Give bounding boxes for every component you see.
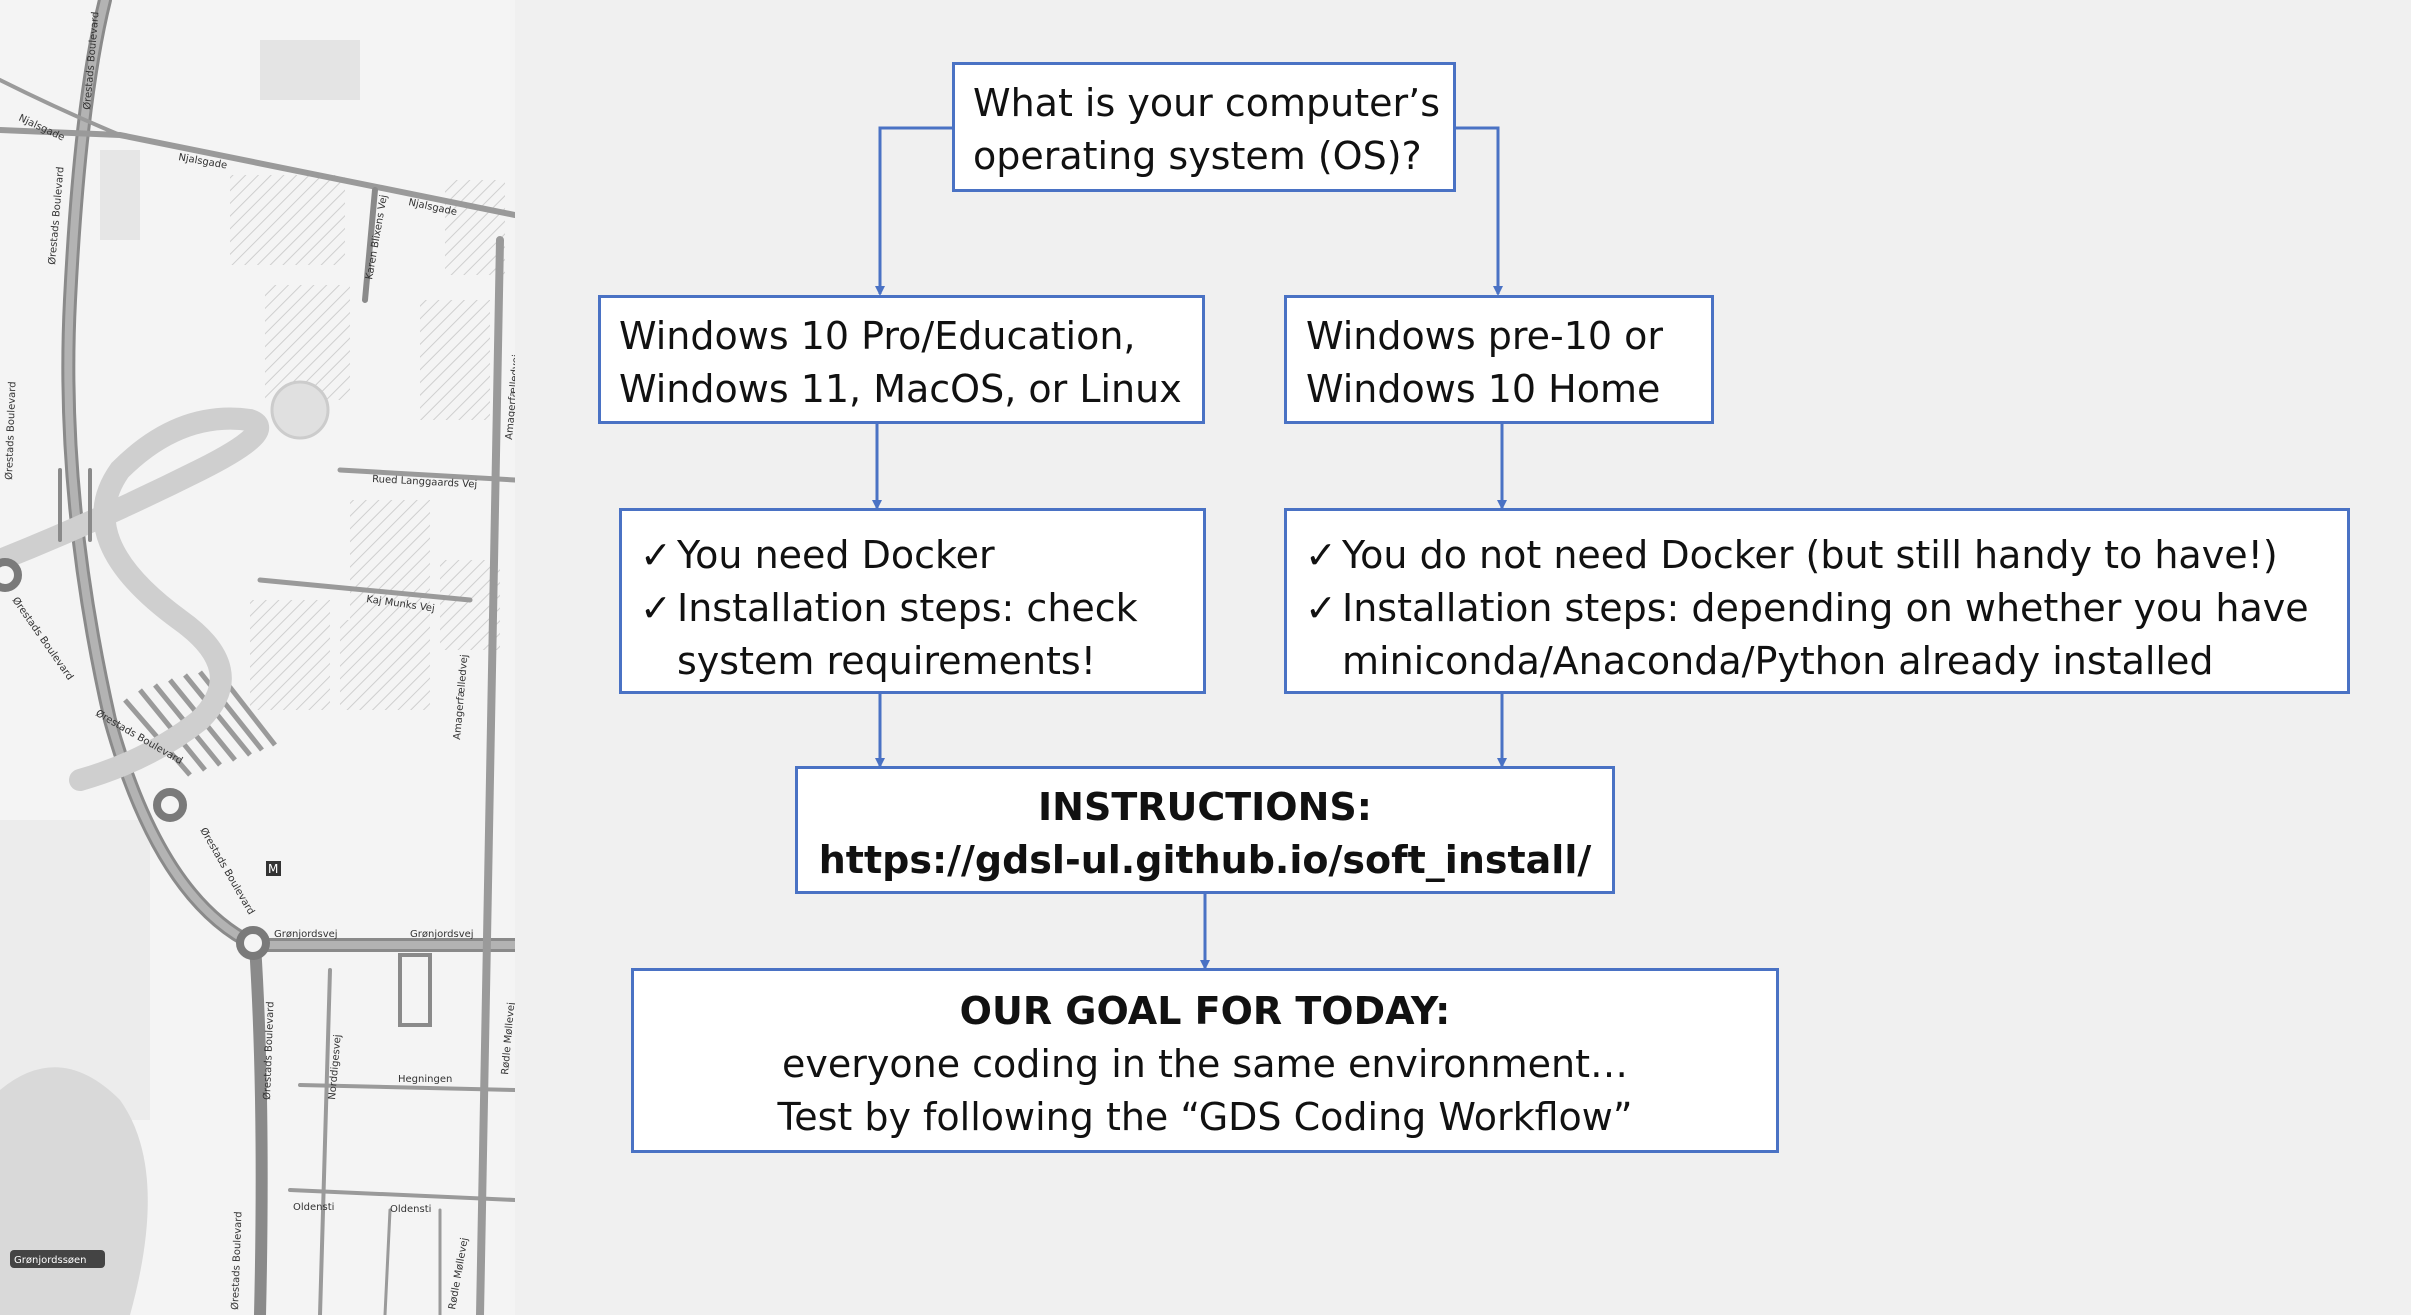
question-box: What is your computer’s operating system… xyxy=(952,62,1456,192)
checklist-line: You do not need Docker (but still handy … xyxy=(1342,533,2278,577)
question-line: operating system (OS)? xyxy=(973,134,1422,178)
check-mark-icon: ✓ xyxy=(640,533,672,577)
check-mark-icon: ✓ xyxy=(1305,586,1337,630)
goal-title: OUR GOAL FOR TODAY: xyxy=(959,989,1451,1033)
left-os-line: Windows 10 Pro/Education, xyxy=(619,314,1136,358)
connector-question-to-left xyxy=(875,126,952,296)
roads xyxy=(0,0,515,1315)
street-label: Hegningen xyxy=(398,1074,452,1085)
lake-label: Grønjordssøen xyxy=(14,1255,87,1266)
metro-badge-label: M xyxy=(268,862,278,876)
checklist-text: Installation steps: depending on whether… xyxy=(1342,582,2309,688)
checklist-line: miniconda/Anaconda/Python already instal… xyxy=(1342,639,2214,683)
street-label: Grønjordsvej xyxy=(410,929,474,940)
connector-question-to-right xyxy=(1456,126,1503,296)
street-label: Oldensti xyxy=(390,1204,431,1215)
goal-line: Test by following the “GDS Coding Workfl… xyxy=(777,1095,1633,1139)
roundabouts xyxy=(0,558,270,960)
street-label: Ørestads Boulevard xyxy=(261,1001,276,1100)
street-label: Rued Langgaards Vej xyxy=(372,474,478,490)
street-label: Ørestads Boulevard xyxy=(229,1211,244,1310)
right-os-line: Windows 10 Home xyxy=(1306,367,1661,411)
check-mark-icon: ✓ xyxy=(640,586,672,630)
checklist-line: Installation steps: depending on whether… xyxy=(1342,586,2309,630)
checklist-text: You do not need Docker (but still handy … xyxy=(1342,529,2278,582)
plaza xyxy=(270,380,330,440)
checklist-line: system requirements! xyxy=(677,639,1096,683)
street-label: Oldensti xyxy=(293,1202,334,1213)
checklist-item: ✓ You do not need Docker (but still hand… xyxy=(1287,529,2347,582)
instructions-title: INSTRUCTIONS: xyxy=(1038,785,1372,829)
checklist-line: You need Docker xyxy=(677,533,995,577)
instructions-box: INSTRUCTIONS: https://gdsl-ul.github.io/… xyxy=(795,766,1615,894)
check-mark-icon: ✓ xyxy=(1305,533,1337,577)
goal-box: OUR GOAL FOR TODAY: everyone coding in t… xyxy=(631,968,1779,1153)
street-label: Grønjordsvej xyxy=(274,929,338,940)
right-os-box: Windows pre-10 or Windows 10 Home xyxy=(1284,295,1714,424)
question-line: What is your computer’s xyxy=(973,81,1441,125)
checklist-line: Installation steps: check xyxy=(677,586,1138,630)
metro-icon: M xyxy=(266,861,281,876)
right-steps-box: ✓ You do not need Docker (but still hand… xyxy=(1284,508,2350,694)
left-os-box: Windows 10 Pro/Education, Windows 11, Ma… xyxy=(598,295,1205,424)
instructions-url[interactable]: https://gdsl-ul.github.io/soft_install/ xyxy=(818,838,1592,882)
checklist-item: ✓ You need Docker xyxy=(622,529,1203,582)
checklist-item: ✓ Installation steps: check system requi… xyxy=(622,582,1203,688)
building-blocks xyxy=(0,40,505,1315)
left-os-line: Windows 11, MacOS, or Linux xyxy=(619,367,1182,411)
street-label: Ørestads Boulevard xyxy=(3,381,18,480)
lake-label-group: Grønjordssøen xyxy=(10,1250,105,1268)
checklist-text: Installation steps: check system require… xyxy=(677,582,1138,688)
street-label: Amagerfælledvej xyxy=(504,354,515,440)
checklist-text: You need Docker xyxy=(677,529,995,582)
goal-line: everyone coding in the same environment… xyxy=(782,1042,1628,1086)
checklist-item: ✓ Installation steps: depending on wheth… xyxy=(1287,582,2347,688)
right-os-line: Windows pre-10 or xyxy=(1306,314,1664,358)
left-steps-box: ✓ You need Docker ✓ Installation steps: … xyxy=(619,508,1206,694)
street-map: Njalsgade Njalsgade Njalsgade Ørestads B… xyxy=(0,0,515,1315)
